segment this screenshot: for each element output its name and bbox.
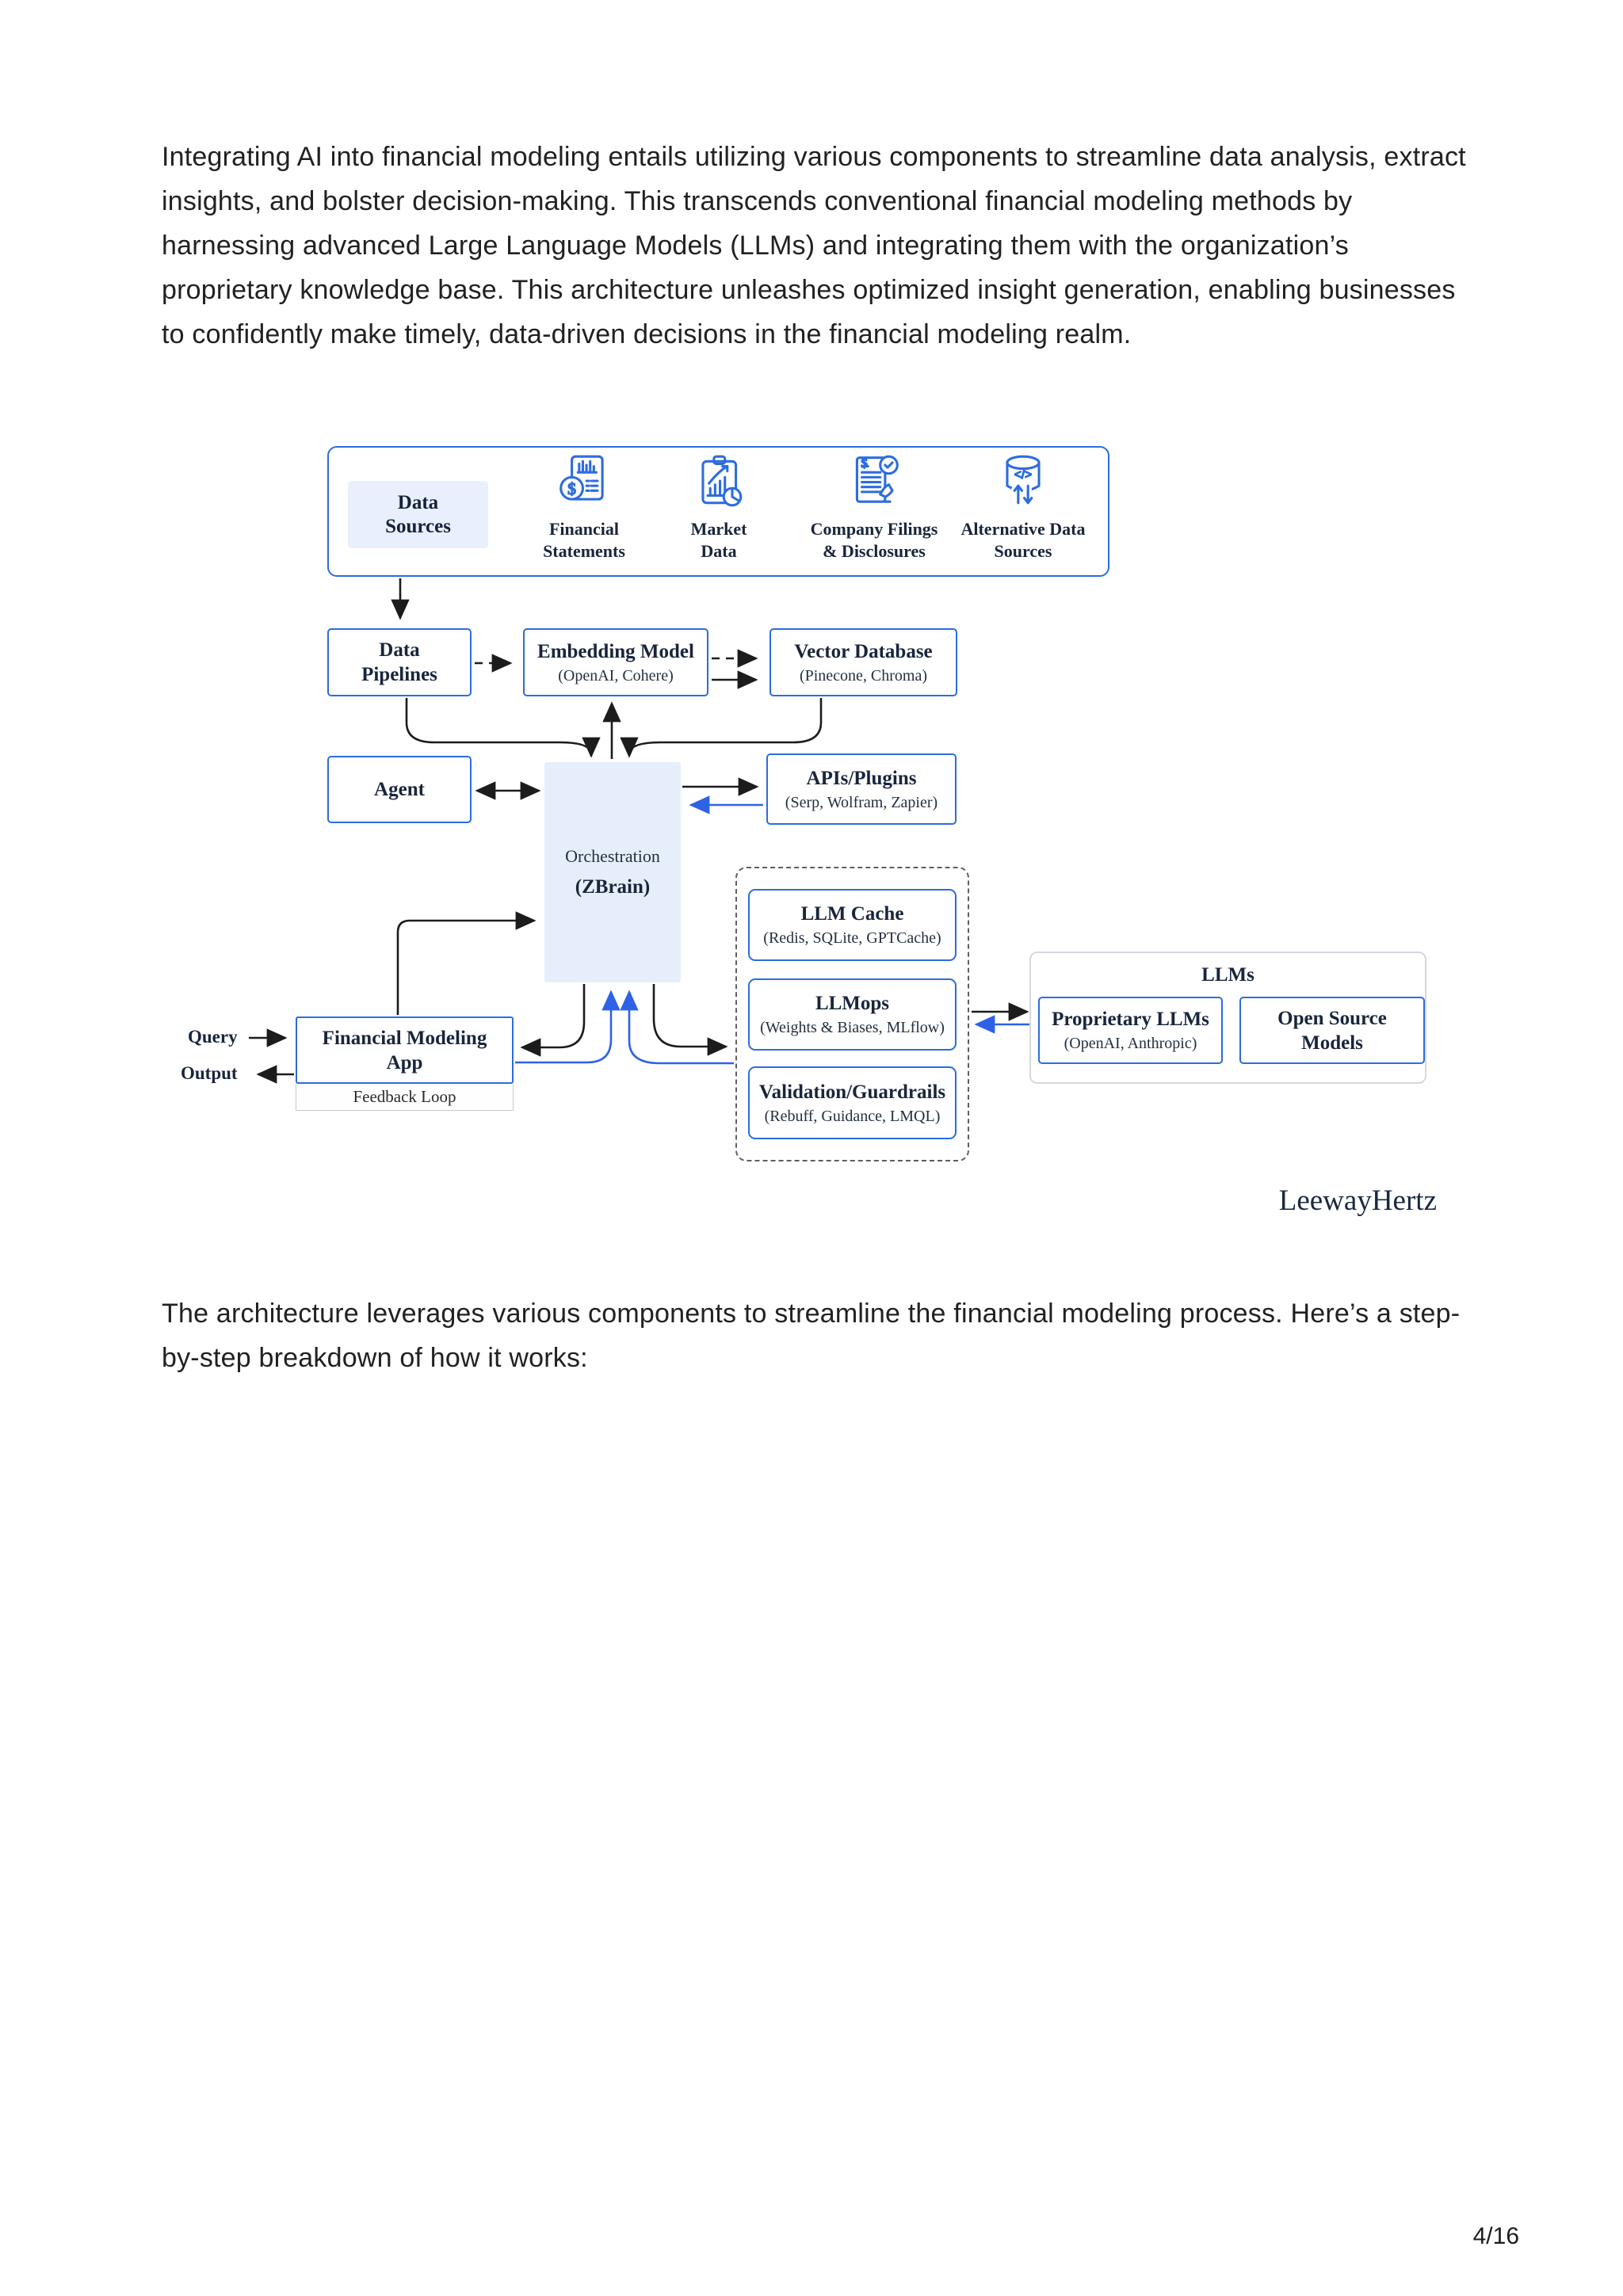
llm-cache-box: LLM Cache (Redis, SQLite, GPTCache) (748, 889, 957, 961)
apis-plugins-subtitle: (Serp, Wolfram, Zapier) (785, 793, 938, 811)
data-source-item: $ Financial Statements (501, 452, 667, 563)
svg-text:</>: </> (1014, 468, 1032, 482)
data-sources-label: Data Sources (348, 481, 488, 548)
architecture-diagram: Data Sources $ Financial Statements (181, 446, 1426, 1161)
llmops-box: LLMops (Weights & Biases, MLflow) (748, 978, 957, 1051)
alternative-data-icon: </> (1006, 455, 1041, 507)
financial-modeling-app-label: Financial Modeling (322, 1027, 487, 1049)
open-source-models-box: Open Source Models (1239, 997, 1425, 1064)
apis-plugins-box: APIs/Plugins (Serp, Wolfram, Zapier) (766, 753, 957, 825)
orchestration-label: Orchestration (565, 846, 660, 866)
financial-statements-icon: $ (559, 455, 604, 501)
svg-text:$: $ (567, 479, 576, 498)
data-pipelines-box: Data Pipelines (327, 628, 472, 696)
financial-modeling-app-label: App (386, 1051, 423, 1074)
data-pipelines-label: Pipelines (361, 664, 437, 685)
agent-label: Agent (374, 779, 425, 800)
data-source-item-label: Company Filings (810, 519, 938, 539)
financial-modeling-app-box: Financial Modeling App (296, 1016, 514, 1084)
validation-guardrails-subtitle: (Rebuff, Guidance, LMQL) (764, 1107, 941, 1125)
outro-paragraph: The architecture leverages various compo… (162, 1299, 1461, 1373)
llmops-title: LLMops (815, 993, 890, 1014)
data-sources-label-line1: Data (397, 491, 439, 513)
embedding-model-title: Embedding Model (537, 640, 694, 662)
vector-database-title: Vector Database (794, 640, 933, 662)
llm-cache-subtitle: (Redis, SQLite, GPTCache) (763, 929, 941, 947)
data-source-item: $ Company Filings & Disclosures (791, 452, 957, 563)
svg-text:$: $ (861, 456, 867, 471)
data-source-item-label: Data (701, 541, 737, 561)
validation-guardrails-box: Validation/Guardrails (Rebuff, Guidance,… (748, 1066, 957, 1139)
proprietary-llms-box: Proprietary LLMs (OpenAI, Anthropic) (1038, 997, 1223, 1064)
vector-database-subtitle: (Pinecone, Chroma) (799, 666, 928, 685)
middleware-dashed-container (735, 867, 969, 1161)
feedback-loop-strip: Feedback Loop (296, 1084, 514, 1111)
feedback-loop-label: Feedback Loop (353, 1087, 456, 1106)
open-source-models-label: Models (1301, 1032, 1363, 1054)
embedding-model-box: Embedding Model (OpenAI, Cohere) (523, 628, 708, 696)
proprietary-llms-title: Proprietary LLMs (1052, 1009, 1209, 1030)
company-filings-icon: $ (855, 455, 899, 503)
data-source-item-label: & Disclosures (823, 541, 926, 561)
intro-paragraph: Integrating AI into financial modeling e… (162, 142, 1466, 349)
orchestration-box: Orchestration (ZBrain) (544, 762, 681, 982)
proprietary-llms-subtitle: (OpenAI, Anthropic) (1064, 1035, 1197, 1052)
apis-plugins-title: APIs/Plugins (806, 767, 917, 789)
data-source-item: </> Alternative Data Sources (940, 452, 1106, 563)
brand-wordmark: LeewayHertz (1278, 1184, 1437, 1217)
embedding-model-subtitle: (OpenAI, Cohere) (558, 666, 674, 685)
validation-guardrails-title: Validation/Guardrails (758, 1081, 946, 1103)
connector-lines (249, 578, 1035, 1084)
llmops-subtitle: (Weights & Biases, MLflow) (760, 1019, 945, 1036)
data-source-item-label: Statements (543, 541, 625, 561)
open-source-models-label: Open Source (1277, 1007, 1387, 1029)
query-label: Query (188, 1027, 238, 1047)
llms-group-title: LLMs (1201, 964, 1254, 986)
data-source-item-label: Financial (548, 519, 619, 539)
data-source-item: Market Data (636, 452, 802, 563)
page-number: 4/16 (1472, 2223, 1519, 2249)
data-source-item-label: Market (690, 519, 747, 539)
vector-database-box: Vector Database (Pinecone, Chroma) (769, 628, 957, 696)
output-label: Output (181, 1063, 238, 1083)
data-pipelines-label: Data (379, 639, 420, 661)
orchestration-sublabel: (ZBrain) (575, 876, 651, 898)
data-source-item-label: Sources (994, 541, 1052, 561)
agent-box: Agent (327, 756, 472, 823)
data-sources-container (327, 446, 1109, 577)
market-data-icon (701, 455, 743, 507)
data-sources-label-line2: Sources (385, 515, 451, 537)
llm-cache-title: LLM Cache (800, 903, 904, 925)
data-source-item-label: Alternative Data (960, 519, 1086, 539)
